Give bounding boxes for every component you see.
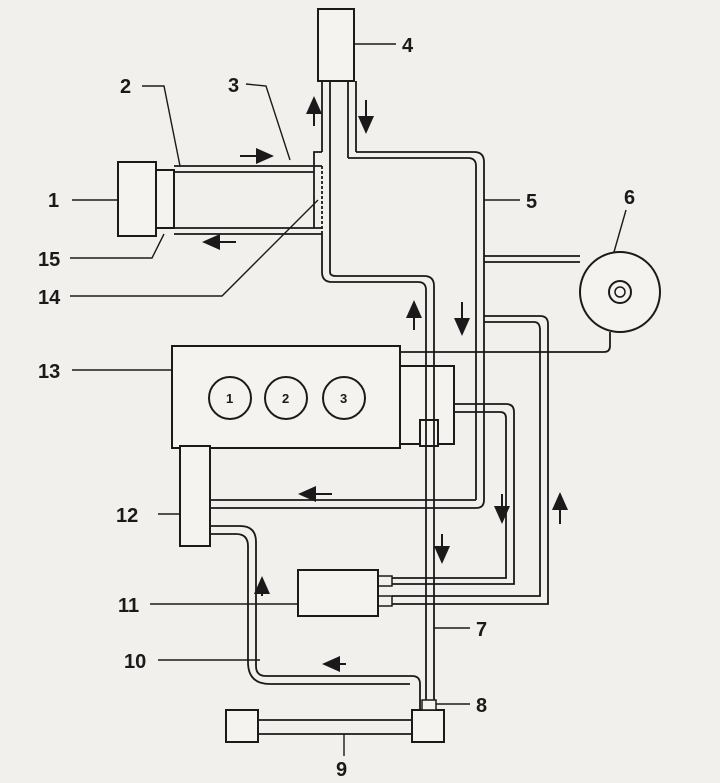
cylinder-1: [208, 376, 252, 420]
leader-6: [613, 209, 627, 253]
callout-7: 7: [476, 619, 487, 641]
callout-10: 10: [124, 651, 146, 673]
radiator-right-tank: [411, 709, 445, 743]
thermostat: [419, 419, 439, 447]
return-oil-cooler-a: [210, 499, 485, 509]
callout-15: 15: [38, 249, 60, 271]
cylinder-2: [264, 376, 308, 420]
thermostat-loop-inner: [392, 411, 507, 579]
hose-5-inner: [356, 151, 485, 500]
hose-7-right: [329, 271, 435, 700]
callout-1: 1: [48, 190, 59, 212]
hose-5-outer: [348, 157, 477, 500]
pump-outlet: [400, 332, 611, 353]
pump-shaft: [614, 286, 626, 298]
cylinder-label-2: 2: [282, 391, 289, 406]
callout-9: 9: [336, 759, 347, 781]
callout-11: 11: [118, 595, 139, 617]
thermostat-loop-outer: [392, 403, 515, 585]
heater-core: [117, 161, 157, 237]
oil-cooler: [179, 445, 211, 547]
leader-2: [142, 85, 181, 167]
leader-15: [70, 233, 165, 259]
cylinder-label-3: 3: [340, 391, 347, 406]
callout-5: 5: [526, 191, 537, 213]
pump-pulley: [608, 280, 632, 304]
callout-13: 13: [38, 361, 60, 383]
leader-3: [245, 83, 291, 161]
control-unit-port-upper: [377, 575, 393, 587]
cylinder-3: [322, 376, 366, 420]
heater-core-neck: [155, 169, 175, 229]
hose-3-joint: [313, 151, 322, 172]
callout-4: 4: [402, 35, 414, 57]
callout-14: 14: [38, 287, 61, 309]
pump-loop-inner: [392, 321, 541, 597]
callout-6: 6: [624, 187, 635, 209]
hose-10-outer: [210, 525, 421, 710]
control-unit: [297, 569, 379, 617]
callout-2: 2: [120, 76, 131, 98]
callout-3: 3: [228, 75, 239, 97]
drain-plug: [421, 699, 437, 711]
expansion-tank: [317, 8, 355, 82]
callout-8: 8: [476, 695, 487, 717]
pump-loop-outer: [392, 315, 549, 605]
leader-14: [70, 199, 319, 297]
hose-7-left: [321, 234, 427, 700]
cylinder-label-1: 1: [226, 391, 233, 406]
control-unit-port-lower: [377, 595, 393, 607]
callout-12: 12: [116, 505, 138, 527]
radiator-left-tank: [225, 709, 259, 743]
